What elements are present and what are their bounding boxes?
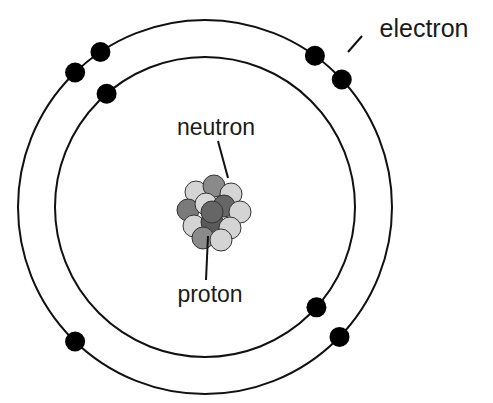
leader-line: [348, 36, 362, 52]
part-label: proton: [175, 282, 244, 307]
leader-line: [206, 236, 208, 280]
nucleus: [177, 175, 251, 251]
nucleon: [201, 201, 223, 223]
electron-dot: [332, 69, 352, 89]
leader-line: [218, 141, 228, 178]
electron-dot: [97, 84, 117, 104]
part-label: electron: [378, 15, 471, 42]
electron-dot: [65, 62, 85, 82]
nucleon: [210, 229, 232, 251]
electron-dot: [90, 42, 110, 62]
inner-shell: [55, 57, 355, 357]
part-label: neutron: [175, 115, 257, 140]
electron-dot: [330, 327, 350, 347]
electron-dot: [65, 332, 85, 352]
outer-shell: [18, 20, 392, 394]
electron-dot: [305, 46, 325, 66]
electron-dot: [306, 297, 326, 317]
electrons: [65, 42, 352, 352]
